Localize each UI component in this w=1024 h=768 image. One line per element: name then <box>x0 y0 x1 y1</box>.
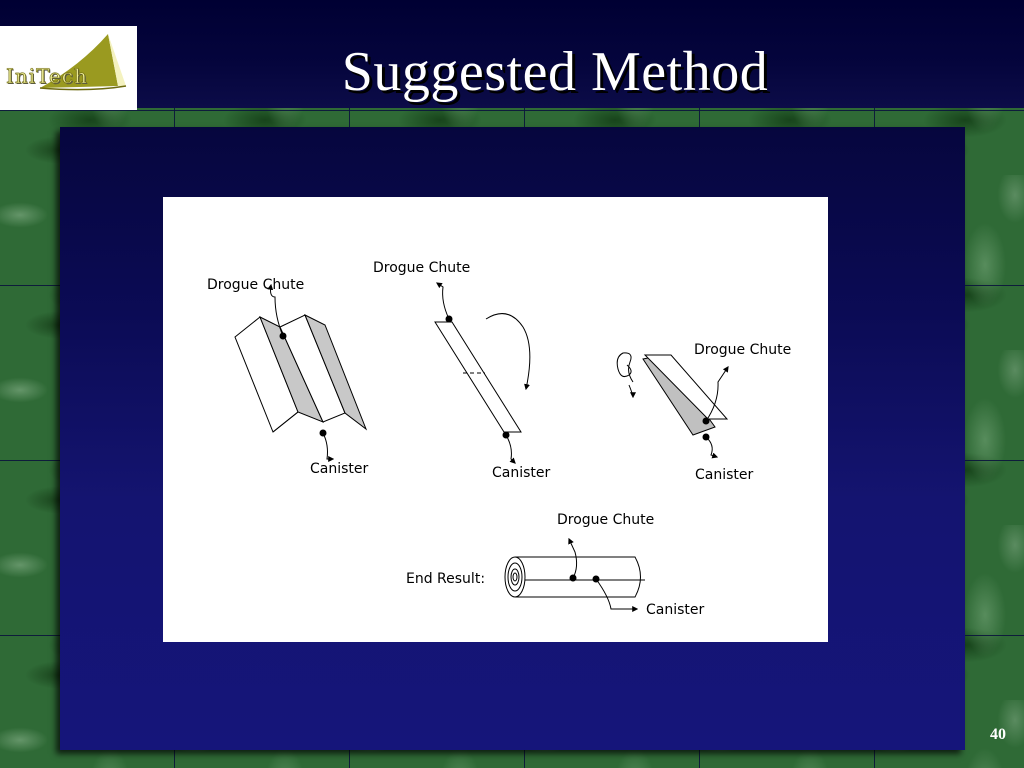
result-drogue-label: Drogue Chute <box>557 512 655 528</box>
end-result-label: End Result: <box>406 571 486 587</box>
result-canister-label: Canister <box>646 602 705 618</box>
step3-drogue-label: Drogue Chute <box>694 342 792 358</box>
packing-diagram: Drogue Chute Canister Drogue Chute Canis… <box>163 197 828 642</box>
logo-text: IniTech <box>6 64 88 89</box>
title-band <box>0 0 1024 108</box>
step3-canister-label: Canister <box>695 467 754 483</box>
step2-drogue-label: Drogue Chute <box>373 260 471 276</box>
step1-folded-chute <box>234 313 368 433</box>
step1-drogue-label: Drogue Chute <box>207 277 305 293</box>
end-result-cylinder <box>504 556 645 598</box>
step2-strip <box>434 321 522 433</box>
step1-canister-label: Canister <box>310 461 369 477</box>
logo-swoosh-icon <box>39 34 127 91</box>
slide-number: 40 <box>990 726 1006 743</box>
step2-canister-label: Canister <box>492 465 551 481</box>
step3-rolling-strip <box>642 354 729 436</box>
page-title: Suggested Method <box>341 41 769 103</box>
initech-logo: IniTech <box>0 26 137 110</box>
diagram-drawing <box>234 282 729 612</box>
step3-spiral-icon <box>616 352 634 383</box>
